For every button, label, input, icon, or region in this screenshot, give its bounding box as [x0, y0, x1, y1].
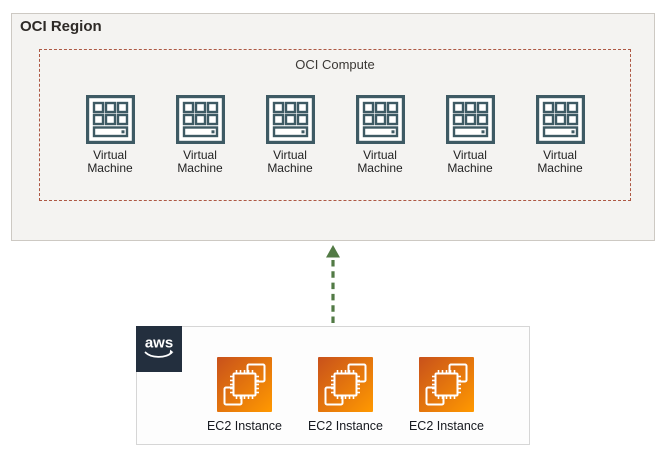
oci-region-group: OCI Region OCI Compute: [11, 13, 655, 241]
vm-label: Virtual Machine: [267, 148, 313, 175]
ec2-label: EC2 Instance: [206, 419, 283, 433]
virtual-machine-node: Virtual Machine: [81, 95, 139, 175]
aws-cloud-group: aws: [136, 326, 530, 445]
virtual-machine-icon: [535, 95, 585, 144]
oci-compute-group: OCI Compute Virtual: [39, 49, 631, 201]
ec2-instance-icon: [419, 357, 474, 412]
ec2-instance-node: EC2 Instance: [194, 357, 295, 433]
ec2-instance-icon: [318, 357, 373, 412]
virtual-machine-node: Virtual Machine: [171, 95, 229, 175]
vm-label: Virtual Machine: [537, 148, 583, 175]
virtual-machine-icon: [445, 95, 495, 144]
oci-region-title: OCI Region: [20, 18, 102, 35]
virtual-machine-node: Virtual Machine: [261, 95, 319, 175]
ec2-instance-node: EC2 Instance: [396, 357, 497, 433]
ec2-label: EC2 Instance: [408, 419, 485, 433]
virtual-machine-node: Virtual Machine: [441, 95, 499, 175]
vm-label: Virtual Machine: [357, 148, 403, 175]
vm-label: Virtual Machine: [87, 148, 133, 175]
virtual-machine-icon: [265, 95, 315, 144]
oci-compute-title: OCI Compute: [295, 57, 375, 72]
arrow-up-icon: [326, 245, 340, 326]
virtual-machine-node: Virtual Machine: [531, 95, 589, 175]
virtual-machine-icon: [175, 95, 225, 144]
ec2-instance-node: EC2 Instance: [295, 357, 396, 433]
virtual-machine-node: Virtual Machine: [351, 95, 409, 175]
virtual-machine-icon: [85, 95, 135, 144]
aws-logo-icon: aws: [136, 326, 182, 372]
ec2-instance-icon: [217, 357, 272, 412]
ec2-label: EC2 Instance: [307, 419, 384, 433]
virtual-machine-icon: [355, 95, 405, 144]
aws-logo-text: aws: [145, 335, 173, 352]
vm-label: Virtual Machine: [447, 148, 493, 175]
vm-row: Virtual Machine: [40, 95, 630, 175]
vm-label: Virtual Machine: [177, 148, 223, 175]
ec2-row: EC2 Instance EC: [194, 357, 497, 433]
